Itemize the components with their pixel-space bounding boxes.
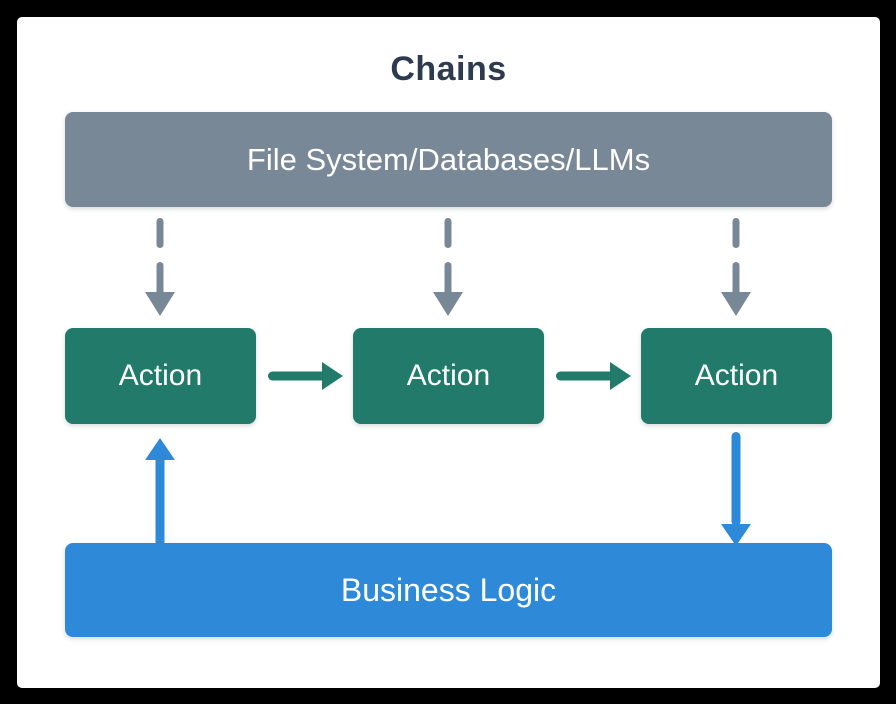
- business-up-arrow: [145, 438, 175, 552]
- action-flow-arrow-1: [268, 362, 343, 390]
- dashed-down-arrow-3: [721, 218, 751, 316]
- action-flow-arrow-2: [556, 362, 631, 390]
- business-down-arrow: [721, 432, 751, 546]
- source-box-label: File System/Databases/LLMs: [246, 141, 651, 177]
- source-box: File System/Databases/LLMs: [65, 112, 832, 207]
- diagram-title: Chains: [390, 50, 507, 88]
- action-box-2: Action: [353, 328, 544, 424]
- action-box-label: Action: [118, 359, 203, 392]
- action-box-label: Action: [406, 359, 491, 392]
- diagram-card: Chains File System/Databases/LLMs Action…: [17, 17, 880, 688]
- business-logic-box: Business Logic: [65, 543, 832, 637]
- business-logic-label: Business Logic: [340, 571, 557, 608]
- dashed-down-arrow-1: [145, 218, 175, 316]
- action-box-1: Action: [65, 328, 256, 424]
- dashed-down-arrow-2: [433, 218, 463, 316]
- action-box-3: Action: [641, 328, 832, 424]
- action-box-label: Action: [694, 359, 779, 392]
